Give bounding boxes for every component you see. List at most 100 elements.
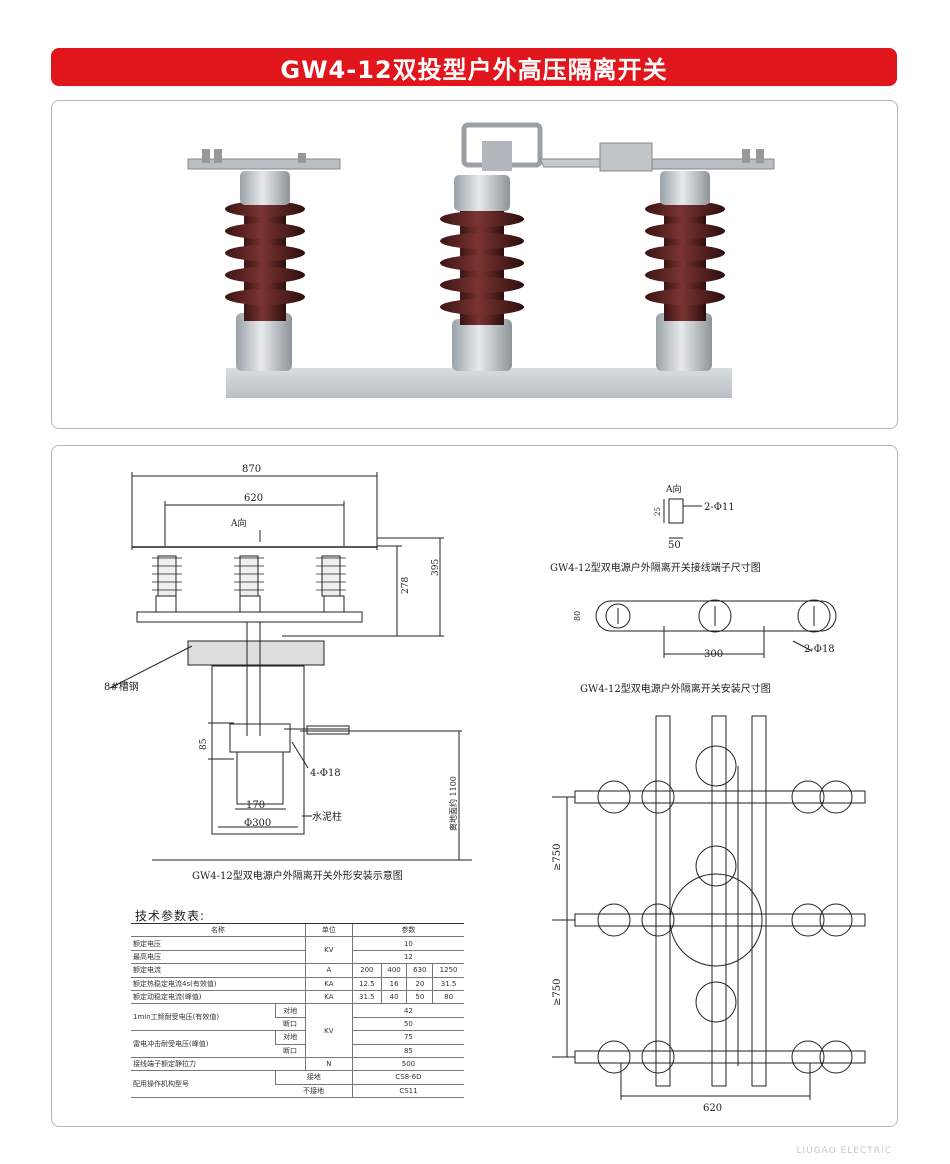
title-banner: GW4-12双投型户外高压隔离开关 (51, 48, 897, 86)
value-cell: 40 (380, 990, 407, 1005)
unit-cell: KA (304, 977, 353, 991)
row-label: 雷电冲击耐受电压(峰值) (131, 1030, 276, 1058)
mount-dim-300: 300 (704, 649, 723, 660)
mount-dim-80: 80 (573, 611, 582, 621)
sub-label: 断口 (275, 1044, 306, 1058)
table-row: 额定电流 A 200 400 630 1250 (131, 963, 464, 978)
value-cell: 400 (380, 963, 407, 978)
value-cell: 80 (432, 990, 464, 1005)
technical-drawing-panel: 870 620 A向 395 278 8#槽钢 85 4-Φ18 170 Φ30… (51, 445, 898, 1127)
value-cell: 12 (351, 950, 464, 965)
row-label: 额定动稳定电流(峰值) (131, 990, 306, 1005)
sub-label: 不接地 (275, 1084, 353, 1099)
table-row: 额定动稳定电流(峰值) KA 31.5 40 50 80 (131, 990, 464, 1005)
dim-phi300: Φ300 (244, 818, 271, 829)
value-cell: 20 (406, 977, 433, 991)
row-label: 额定电流 (131, 963, 306, 978)
dim-870: 870 (242, 464, 261, 475)
sub-label: 断口 (275, 1017, 306, 1032)
table-row: 1min工频耐受电压(有效值) 对地 KV 42 (131, 1003, 464, 1058)
mount-2-phi18: 2-Φ18 (804, 644, 835, 655)
table-row: 雷电冲击耐受电压(峰值) 对地 75 (131, 1030, 464, 1058)
dim-620: 620 (244, 493, 263, 504)
unit-cell: A (304, 963, 353, 978)
table-row: 断口 50 (131, 1017, 464, 1032)
dim-170: 170 (246, 800, 265, 811)
side-ge750-b: ≥750 (552, 979, 563, 1006)
table-row: 配用操作机构型号 接地 CS8-6D (131, 1070, 464, 1099)
header-name: 名称 (131, 922, 306, 938)
value-cell: 85 (351, 1044, 464, 1058)
label-concrete-pole: 水泥柱 (312, 810, 342, 823)
row-label: 接线端子额定静拉力 (131, 1057, 306, 1072)
table-row: 断口 85 (131, 1044, 464, 1058)
value-cell: 42 (351, 1003, 464, 1018)
product-photo-panel (51, 100, 898, 429)
terminal-2-phi11: 2-Φ11 (704, 502, 735, 513)
product-photo (187, 122, 775, 398)
row-label: 1min工频耐受电压(有效值) (131, 1003, 276, 1032)
terminal-detail-drawing (663, 498, 702, 539)
caption-mount: GW4-12型双电源户外隔离开关安装尺寸图 (580, 682, 771, 695)
sub-label: 接地 (274, 1070, 353, 1085)
sub-label: 对地 (274, 1030, 306, 1045)
table-row: 最高电压 12 (131, 950, 464, 965)
value-cell: 200 (351, 963, 382, 978)
dim-a-view: A向 (230, 517, 247, 529)
terminal-a-view: A向 (665, 483, 682, 495)
label-4-phi18: 4-Φ18 (310, 768, 341, 779)
header-params: 参数 (351, 922, 464, 938)
footer-brand: LIUGAO ELECTRIC (796, 1146, 892, 1156)
unit-cell: KA (304, 990, 353, 1005)
sub-label: 对地 (274, 1003, 306, 1018)
value-cell: 31.5 (351, 990, 382, 1005)
value-cell: 75 (351, 1030, 464, 1045)
insulator-middle (440, 122, 659, 371)
table-row: 额定热稳定电流4s(有效值) KA 12.5 16 20 31.5 (131, 977, 464, 991)
side-ge750-a: ≥750 (552, 844, 563, 871)
table-row: 接线端子额定静拉力 N 500 (131, 1057, 464, 1072)
header-unit: 单位 (304, 922, 353, 938)
terminal-dim-50: 50 (668, 540, 681, 551)
value-cell: 31.5 (432, 977, 464, 991)
value-cell: 50 (406, 990, 433, 1005)
drawings: 870 620 A向 395 278 8#槽钢 85 4-Φ18 170 Φ30… (104, 464, 866, 1114)
terminal-dim-25: 25 (654, 507, 662, 516)
row-label: 额定电压 (131, 936, 306, 951)
value-cell: CS8-6D (351, 1070, 464, 1085)
insulator-left (187, 149, 341, 371)
table-header-row: 名称 单位 参数 (131, 922, 464, 938)
value-cell: 12.5 (351, 977, 382, 991)
value-cell: 10 (351, 936, 464, 951)
label-height: 离地面约 1100 (448, 776, 458, 831)
value-cell: 630 (406, 963, 433, 978)
caption-main: GW4-12型双电源户外隔离开关外形安装示意图 (192, 869, 403, 882)
dim-395: 395 (431, 559, 441, 576)
unit-cell: N (304, 1057, 353, 1072)
side-elevation-drawing (552, 715, 866, 1100)
table-row: 额定电压 KV 10 (131, 936, 464, 965)
row-label: 最高电压 (131, 950, 306, 965)
unit-cell: KV (304, 936, 353, 965)
dim-85: 85 (199, 738, 209, 750)
front-view-drawing (109, 472, 472, 861)
row-label: 配用操作机构型号 (131, 1070, 276, 1099)
table-title: 技术参数表: (135, 909, 206, 923)
table-row: 不接地 CS11 (131, 1084, 464, 1099)
value-cell: 50 (351, 1017, 464, 1032)
value-cell: CS11 (351, 1084, 464, 1099)
mounting-bar-drawing (595, 599, 837, 658)
dim-278: 278 (401, 577, 411, 594)
row-label: 额定热稳定电流4s(有效值) (131, 977, 306, 991)
label-channel-steel: 8#槽钢 (104, 680, 139, 693)
parameter-table: 名称 单位 参数 额定电压 KV 10 最高电压 12 额定电流 A 200 4… (131, 922, 464, 1099)
mounting-beam (226, 368, 732, 398)
unit-cell: KV (304, 1003, 353, 1058)
value-cell: 1250 (432, 963, 464, 978)
side-dim-620: 620 (703, 1103, 722, 1114)
page-title: GW4-12双投型户外高压隔离开关 (280, 55, 668, 84)
insulator-right (645, 149, 775, 371)
caption-terminal: GW4-12型双电源户外隔离开关接线端子尺寸图 (550, 561, 761, 574)
value-cell: 500 (351, 1057, 464, 1072)
value-cell: 16 (380, 977, 407, 991)
